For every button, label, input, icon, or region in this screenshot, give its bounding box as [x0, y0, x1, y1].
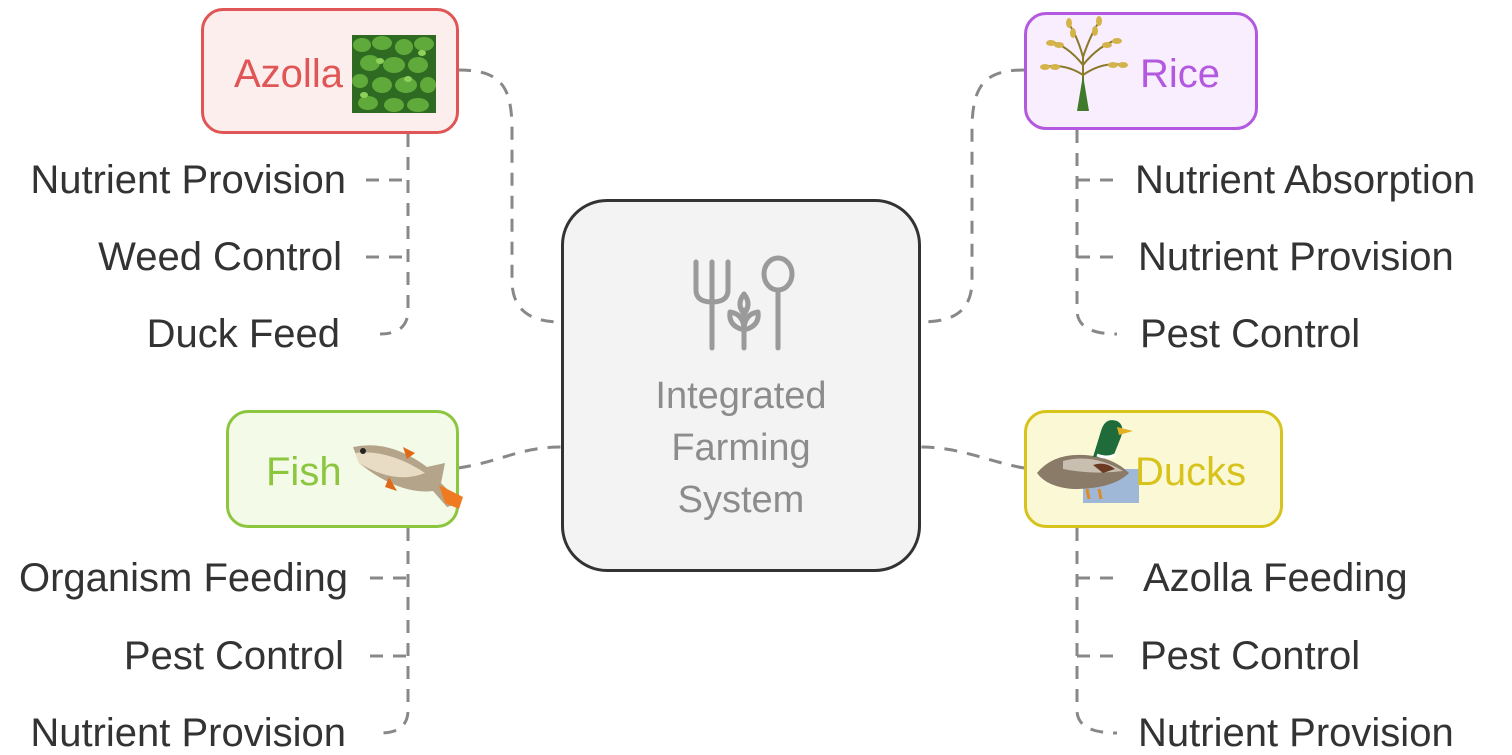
azolla-item-3: Duck Feed	[146, 312, 340, 356]
ducks-item-3: Nutrient Provision	[1138, 711, 1454, 755]
center-title-line-2: Farming	[671, 427, 811, 469]
azolla-item-2: Weed Control	[98, 235, 342, 279]
fish-item-1: Organism Feeding	[18, 556, 348, 600]
fish-label: Fish	[266, 450, 342, 494]
center-node: Integrated Farming System	[561, 199, 921, 572]
azolla-plant-image	[352, 35, 436, 113]
center-title-line-1: Integrated	[655, 375, 827, 417]
connector-ducks	[920, 445, 1025, 470]
fish-item-2: Pest Control	[123, 634, 344, 678]
rice-item-2: Nutrient Provision	[1138, 235, 1454, 279]
connector-rice	[920, 68, 1025, 324]
connector-fish	[457, 445, 562, 470]
ducks-item-2: Pest Control	[1140, 634, 1361, 678]
rice-item-1: Nutrient Absorption	[1135, 158, 1476, 202]
rice-item-3: Pest Control	[1140, 312, 1361, 356]
fish-item-3: Nutrient Provision	[30, 711, 346, 755]
connector-rice-trunk	[1075, 130, 1118, 336]
connector-fish-trunk	[379, 528, 410, 735]
azolla-label: Azolla	[234, 52, 343, 96]
center-title: Integrated Farming System	[564, 370, 918, 526]
connector-azolla	[457, 68, 562, 324]
ducks-label: Ducks	[1135, 450, 1247, 494]
duck-image	[1037, 420, 1139, 503]
rice-plant-image	[1040, 16, 1128, 111]
rice-label: Rice	[1140, 52, 1221, 96]
fish-node: Fish	[226, 410, 463, 528]
ducks-node: Ducks	[1024, 410, 1283, 528]
connector-ducks-trunk	[1075, 528, 1118, 735]
rice-node: Rice	[1024, 12, 1258, 130]
fork-spoon-sprout-icon	[693, 255, 795, 351]
azolla-item-1: Nutrient Provision	[30, 158, 346, 202]
center-title-line-3: System	[677, 479, 805, 521]
fish-image	[353, 445, 463, 509]
connector-azolla-trunk	[379, 134, 410, 336]
ducks-item-1: Azolla Feeding	[1143, 556, 1408, 600]
azolla-node: Azolla	[201, 8, 459, 134]
